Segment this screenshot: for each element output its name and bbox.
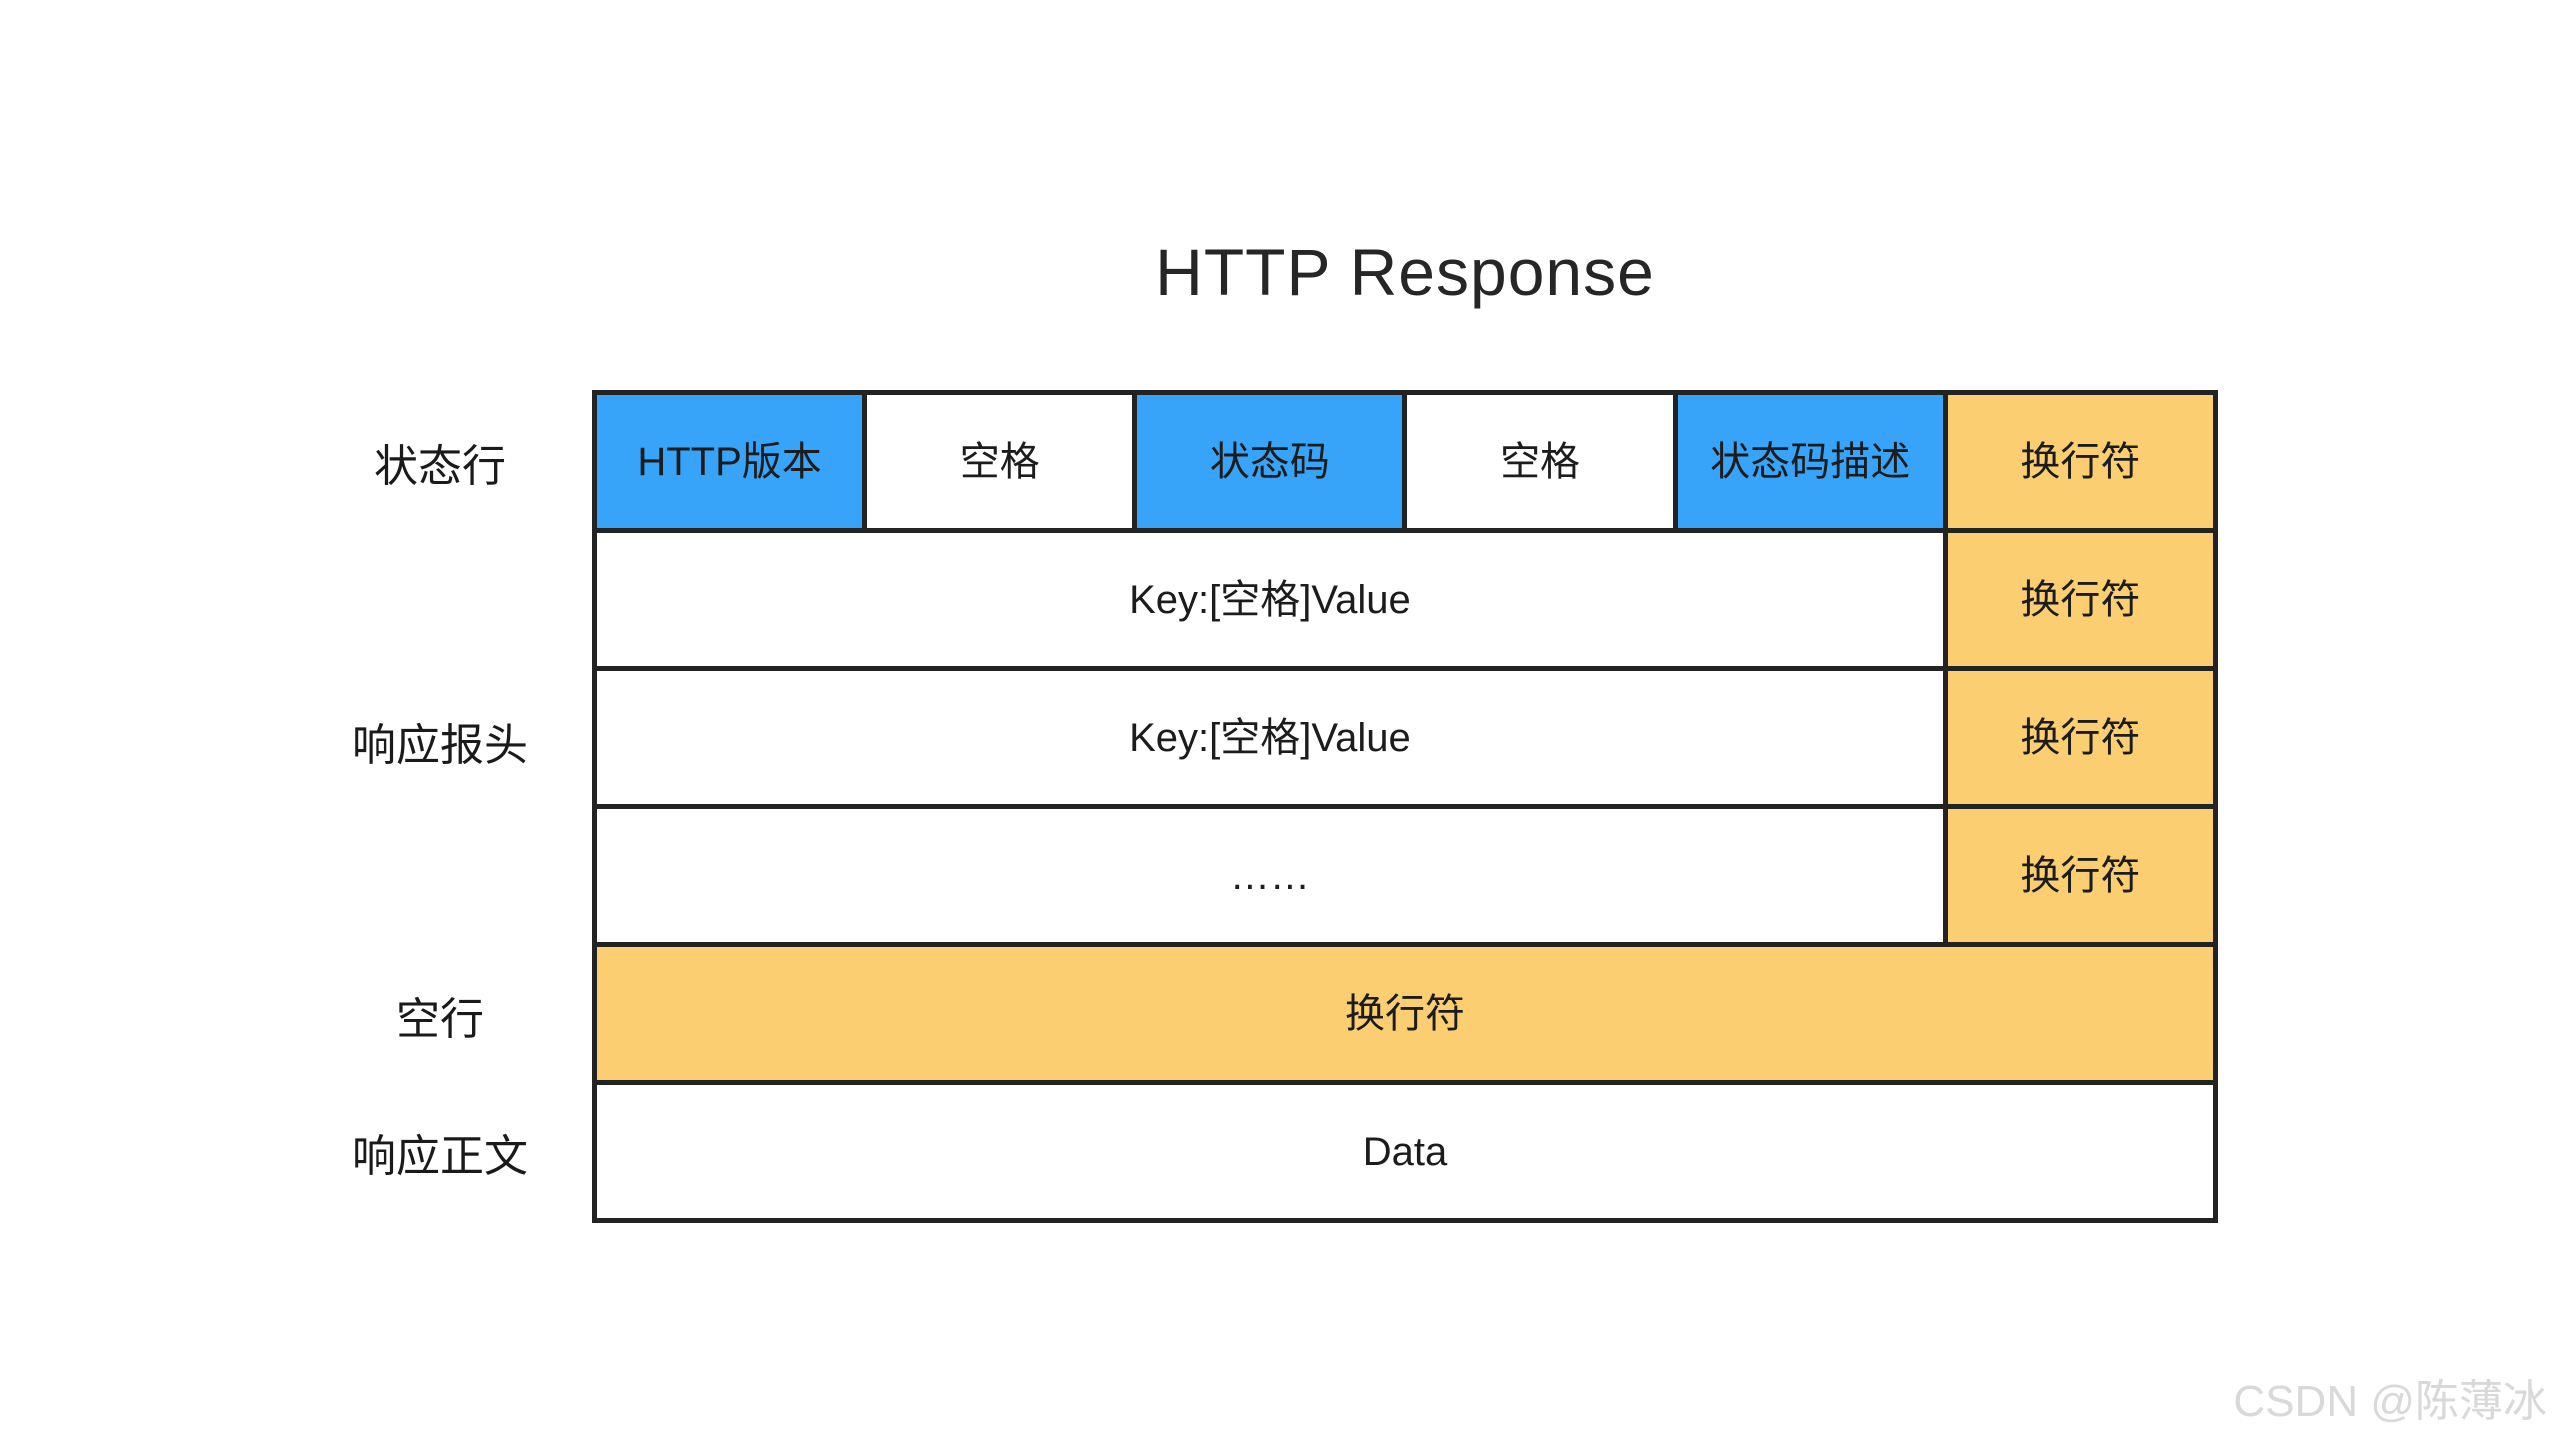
cell-newline-3: 换行符 xyxy=(1947,671,2213,804)
cell-header-kv-1: Key:[空格]Value xyxy=(597,533,1943,666)
cell-header-kv-2: Key:[空格]Value xyxy=(597,671,1943,804)
cell-newline-4: 换行符 xyxy=(1947,809,2213,942)
cell-header-ellipsis: …… xyxy=(597,809,1943,942)
cell-space-1: 空格 xyxy=(867,395,1133,528)
label-status-line: 状态行 xyxy=(374,442,506,491)
label-response-body: 响应正文 xyxy=(352,1132,528,1181)
label-response-headers: 响应报头 xyxy=(352,721,528,770)
cell-body-data: Data xyxy=(597,1085,2213,1218)
watermark: CSDN @陈薄冰 xyxy=(2233,1377,2547,1426)
cell-status-desc: 状态码描述 xyxy=(1677,395,1943,528)
label-blank-line: 空行 xyxy=(396,995,484,1044)
http-response-structure-table: HTTP版本 空格 状态码 空格 状态码描述 换行符 Key:[空格]Value… xyxy=(592,390,2218,1223)
cell-http-version: HTTP版本 xyxy=(597,395,863,528)
cell-space-2: 空格 xyxy=(1407,395,1673,528)
cell-newline-1: 换行符 xyxy=(1947,395,2213,528)
diagram-title: HTTP Response xyxy=(1155,235,1655,309)
cell-status-code: 状态码 xyxy=(1137,395,1403,528)
cell-blank-newline: 换行符 xyxy=(597,947,2213,1080)
cell-newline-2: 换行符 xyxy=(1947,533,2213,666)
